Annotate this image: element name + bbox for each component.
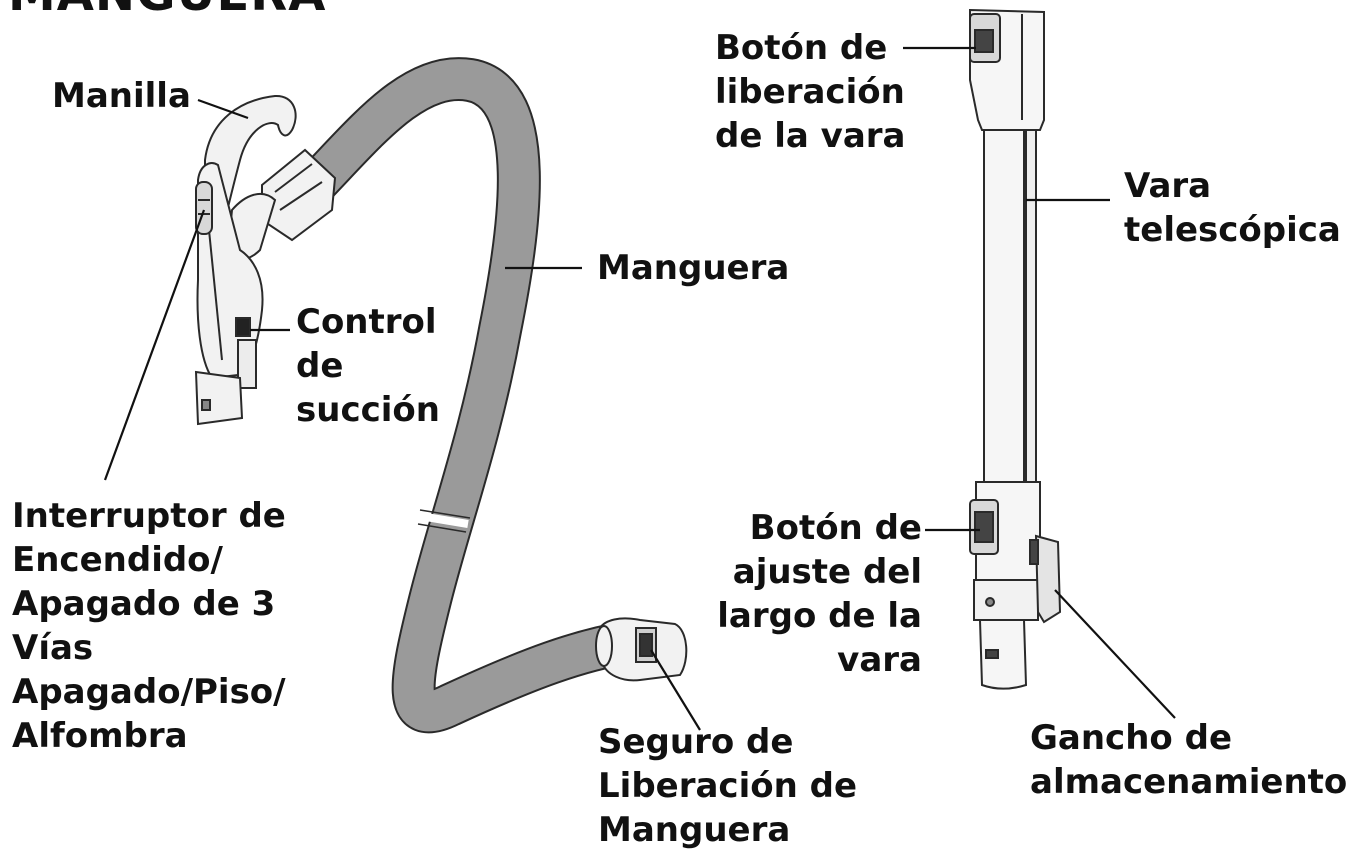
telescopic-wand xyxy=(969,8,1062,690)
leader-interruptor xyxy=(103,209,206,481)
label-interruptor: Interruptor de Encendido/ Apagado de 3 V… xyxy=(12,496,286,756)
leader-lines xyxy=(103,46,1176,731)
leader-gancho xyxy=(1054,589,1176,719)
label-boton-liberacion-vara: Botón de liberación de la vara xyxy=(715,28,906,156)
leader-seguro xyxy=(650,649,701,731)
hose-end-connector xyxy=(595,617,688,682)
label-gancho-almacenamiento: Gancho de almacenamiento xyxy=(1030,718,1348,802)
label-boton-ajuste: Botón de ajuste del largo de la vara xyxy=(717,508,922,680)
hose xyxy=(284,57,634,734)
leader-manilla xyxy=(197,98,249,120)
handle-assembly xyxy=(194,94,337,426)
label-manilla: Manilla xyxy=(52,76,191,116)
label-seguro-liberacion: Seguro de Liberación de Manguera xyxy=(598,722,858,850)
label-vara-telescopica: Vara telescópica xyxy=(1124,166,1341,250)
diagram-title: MANGUERA xyxy=(8,0,326,18)
label-control-succion: Control de succión xyxy=(296,302,440,430)
label-manguera: Manguera xyxy=(597,248,790,288)
